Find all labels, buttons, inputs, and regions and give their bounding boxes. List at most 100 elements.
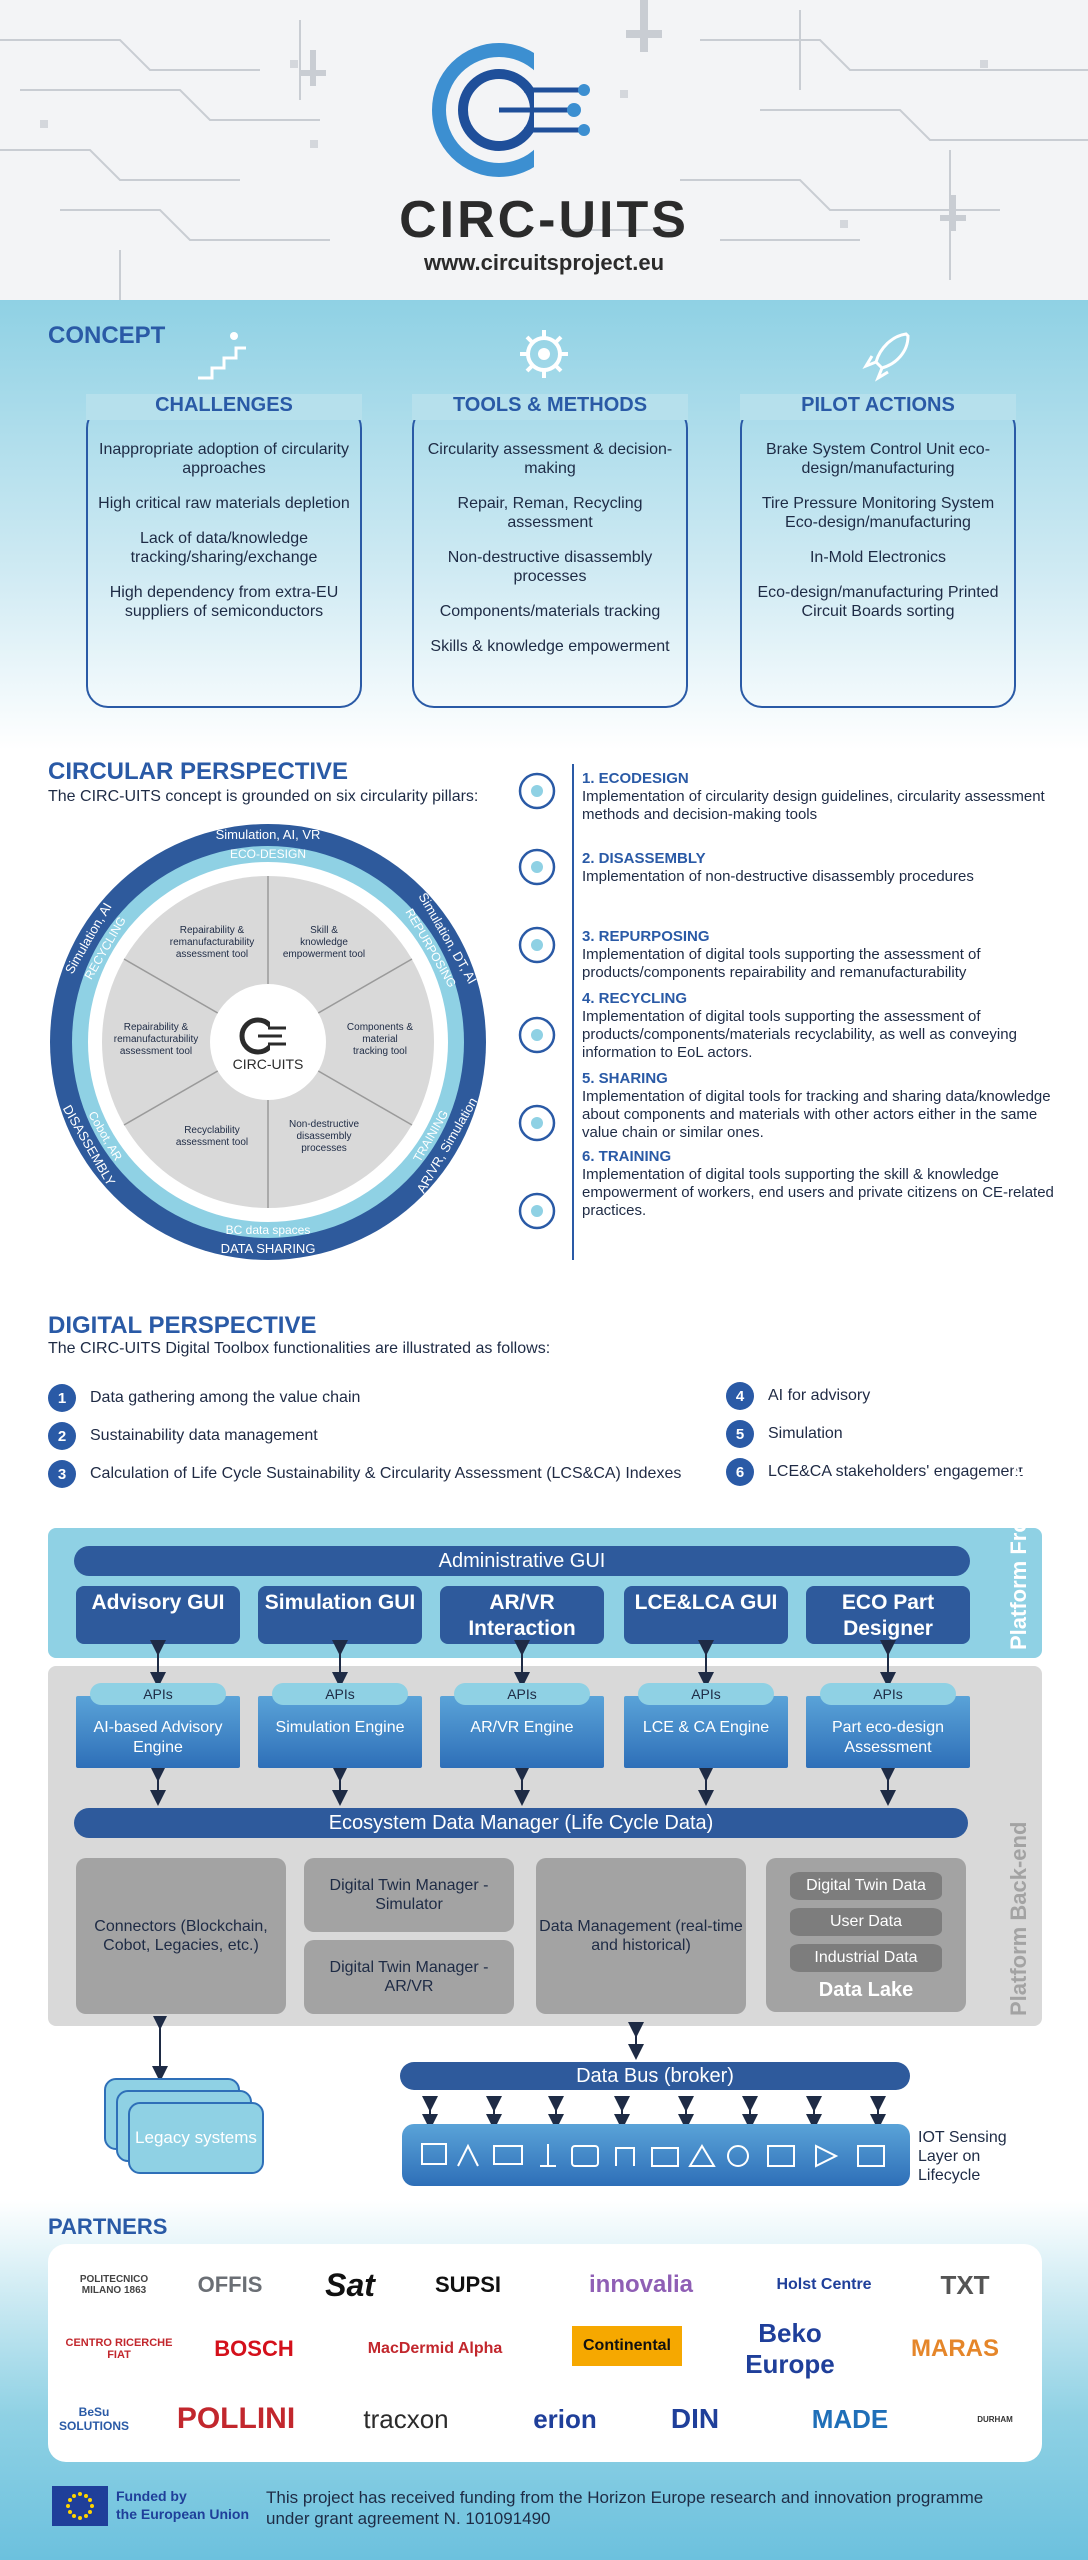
- api-badge: APIs: [638, 1683, 774, 1705]
- cubes-icon: [510, 842, 564, 892]
- stairs-icon: [198, 332, 246, 380]
- pillars-divider: [572, 764, 574, 1260]
- recycle-icon: [510, 1010, 564, 1060]
- data-bus: Data Bus (broker): [400, 2062, 910, 2090]
- partner-logo[interactable]: SUPSI: [434, 2272, 502, 2297]
- rocket-icon: [862, 332, 910, 382]
- circular-subtitle: The CIRC-UITS concept is grounded on six…: [48, 788, 479, 805]
- lake-row: Industrial Data: [790, 1944, 942, 1972]
- digital-item-text: Sustainability data management: [90, 1427, 318, 1444]
- partner-logo[interactable]: MacDermid Alpha: [367, 2340, 503, 2357]
- part-eco-design-engine: Part eco-design Assessment: [806, 1696, 970, 1768]
- partner-logo[interactable]: BOSCH: [214, 2336, 294, 2361]
- simulation-engine: Simulation Engine: [258, 1696, 422, 1768]
- lake-row: User Data: [790, 1908, 942, 1936]
- tools-methods-list: Circularity assessment & decision-making…: [422, 440, 678, 672]
- list-item: Eco-design/manufacturing Printed Circuit…: [757, 584, 999, 620]
- list-item: Tire Pressure Monitoring System Eco-desi…: [761, 495, 995, 531]
- partner-logo[interactable]: POLITECNICO MILANO 1863: [79, 2274, 149, 2296]
- pillar-description: Implementation of digital tools for trac…: [582, 1088, 1051, 1141]
- wheel-ring-label: BC data spaces: [226, 1223, 311, 1237]
- network-icon: [510, 1098, 564, 1148]
- data-lake-title: Data Lake: [818, 1979, 914, 2001]
- digital-item-text: LCE&CA stakeholders' engagement: [768, 1463, 1023, 1480]
- pillar-description: Implementation of digital tools supporti…: [582, 946, 981, 981]
- architecture-arrows: [150, 1640, 896, 1806]
- partner-logo[interactable]: Continental: [572, 2326, 682, 2366]
- partner-logo[interactable]: tracxon: [363, 2403, 449, 2434]
- number-badge: 6: [726, 1458, 754, 1486]
- concept-title: CONCEPT: [48, 322, 166, 349]
- pillar-heading: 6. TRAINING: [582, 1148, 672, 1165]
- partner-logo[interactable]: OFFIS: [197, 2272, 263, 2297]
- globe-leaf-icon: [510, 766, 564, 816]
- lce-lca-gui: LCE&LCA GUI: [624, 1586, 788, 1644]
- logo-icon: [432, 38, 604, 178]
- partner-logo[interactable]: POLLINI: [176, 2402, 296, 2435]
- funding-statement: This project has received funding from t…: [266, 2488, 984, 2528]
- data-management-box: Data Management (real-time and historica…: [536, 1858, 746, 2014]
- eu-label-line: the European Union: [116, 2506, 249, 2522]
- list-item: Components/materials tracking: [439, 603, 661, 620]
- list-item: Circularity assessment & decision-making: [427, 441, 673, 477]
- eu-label-line: Funded by: [116, 2488, 187, 2504]
- brand-name: CIRC-UITS: [399, 191, 689, 249]
- data-lake: Digital Twin Data User Data Industrial D…: [766, 1858, 966, 2012]
- connectors-box: Connectors (Blockchain, Cobot, Legacies,…: [76, 1858, 286, 2014]
- lower-arrows: [152, 2016, 886, 2126]
- number-badge: 2: [48, 1422, 76, 1450]
- pillar-description: Implementation of digital tools supporti…: [582, 1166, 1054, 1219]
- arvr-interaction-gui: AR/VR Interaction: [440, 1586, 604, 1644]
- iot-device-icons: [421, 2143, 885, 2168]
- partners-title: PARTNERS: [48, 2214, 168, 2239]
- partner-logo[interactable]: MADE: [811, 2403, 889, 2434]
- list-item: Lack of data/knowledge tracking/sharing/…: [130, 530, 318, 566]
- number-badge: 4: [726, 1382, 754, 1410]
- arvr-engine: AR/VR Engine: [440, 1696, 604, 1768]
- partner-logo[interactable]: erion: [533, 2403, 597, 2434]
- partner-logo[interactable]: Sat: [325, 2266, 375, 2303]
- partner-logo[interactable]: BeSu SOLUTIONS: [59, 2405, 130, 2433]
- list-item: In-Mold Electronics: [809, 549, 947, 566]
- api-badge: APIs: [820, 1683, 956, 1705]
- list-item: High dependency from extra-EU suppliers …: [109, 584, 339, 620]
- challenges-list: Inappropriate adoption of circularity ap…: [96, 440, 352, 637]
- website-link[interactable]: www.circuitsproject.eu: [423, 250, 665, 275]
- partner-logo[interactable]: Beko Europe: [745, 2318, 835, 2379]
- digital-subtitle: The CIRC-UITS Digital Toolbox functional…: [48, 1340, 551, 1357]
- pillar-description: Implementation of circularity design gui…: [582, 788, 1045, 823]
- partner-logo[interactable]: DURHAM: [977, 2414, 1013, 2424]
- wheel-ring-label: Simulation, AI, VR: [216, 827, 321, 842]
- pillar-description: Implementation of non-destructive disass…: [582, 868, 974, 885]
- partner-logo[interactable]: CENTRO RICERCHE FIAT: [65, 2337, 173, 2361]
- iot-sensing-strip: [402, 2124, 910, 2186]
- partner-logo[interactable]: Holst Centre: [776, 2276, 872, 2293]
- pillar-heading: 5. SHARING: [582, 1070, 668, 1087]
- number-badge: 3: [48, 1460, 76, 1488]
- number-badge: 5: [726, 1420, 754, 1448]
- partner-logo[interactable]: innovalia: [588, 2271, 694, 2298]
- partner-logo[interactable]: MARAS: [911, 2335, 999, 2362]
- pilot-actions-title: PILOT ACTIONS: [740, 394, 1016, 420]
- pillar-heading: 2. DISASSEMBLY: [582, 850, 706, 867]
- ai-advisory-engine: AI-based Advisory Engine: [76, 1696, 240, 1768]
- list-item: Repair, Reman, Recycling assessment: [457, 495, 643, 531]
- challenges-title: CHALLENGES: [86, 394, 362, 420]
- pillar-heading: 4. RECYCLING: [582, 990, 688, 1007]
- digital-item-text: Data gathering among the value chain: [90, 1389, 361, 1406]
- partner-logo[interactable]: DIN: [670, 2403, 720, 2434]
- partner-logo[interactable]: TXT: [940, 2269, 990, 2300]
- tools-methods-title: TOOLS & METHODS: [412, 394, 688, 420]
- wheel-center-label: CIRC-UITS: [232, 1056, 304, 1072]
- pillar-description: Implementation of digital tools supporti…: [582, 1008, 1017, 1061]
- lake-row: Digital Twin Data: [790, 1872, 942, 1900]
